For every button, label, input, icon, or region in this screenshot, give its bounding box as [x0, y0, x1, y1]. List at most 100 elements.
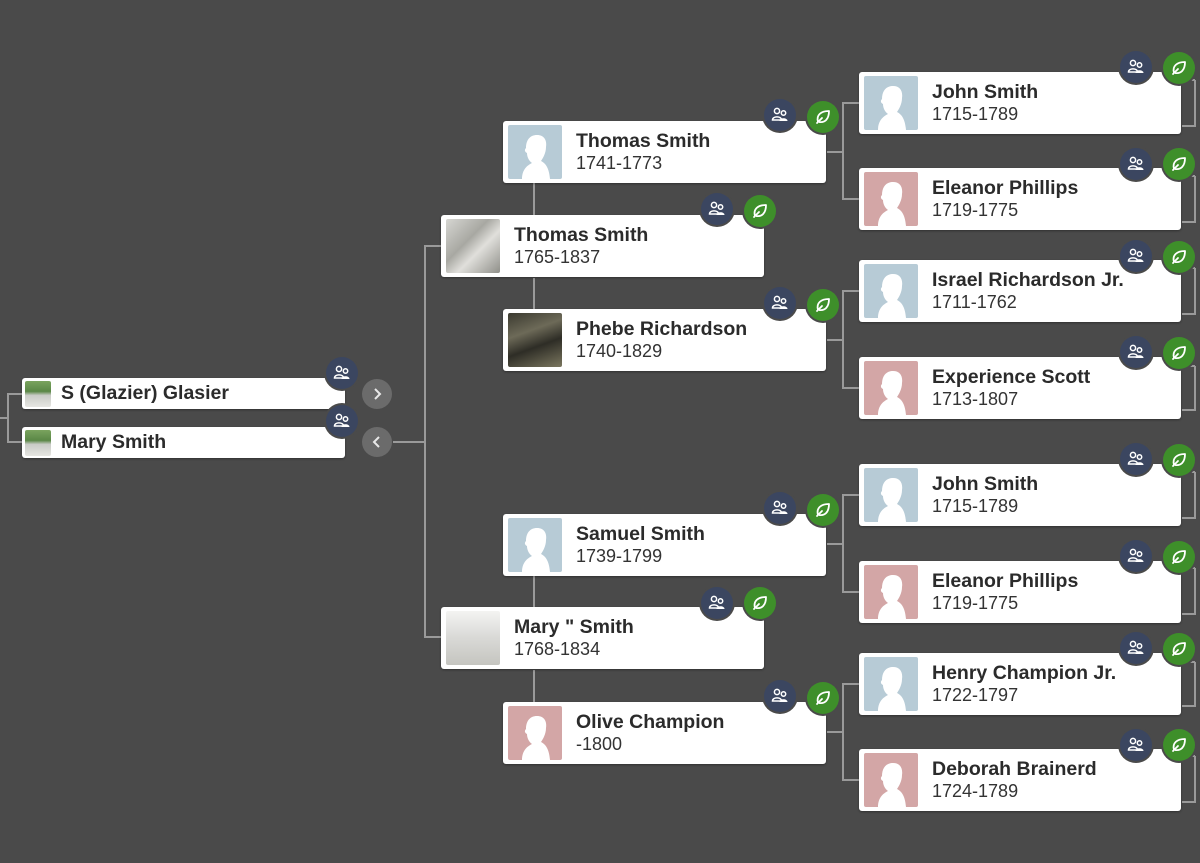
- great-grandparent-card[interactable]: Eleanor Phillips 1719-1775: [859, 168, 1181, 230]
- family-group-icon[interactable]: [326, 357, 358, 389]
- grandparent-card[interactable]: Samuel Smith 1739-1799: [503, 514, 826, 576]
- leaf-hint-icon[interactable]: [744, 195, 776, 227]
- family-group-glyph: [333, 365, 350, 379]
- great-grandparent-card[interactable]: Experience Scott 1713-1807: [859, 357, 1181, 419]
- silhouette-glyph: [522, 135, 550, 179]
- family-group-glyph: [1127, 737, 1144, 751]
- leaf-glyph: [753, 596, 767, 610]
- grandparent-card[interactable]: Phebe Richardson 1740-1829: [503, 309, 826, 371]
- leaf-hint-icon[interactable]: [807, 682, 839, 714]
- great-grandparent-card[interactable]: Henry Champion Jr. 1722-1797: [859, 653, 1181, 715]
- family-group-icon[interactable]: [326, 405, 358, 437]
- family-group-icon[interactable]: [1120, 148, 1152, 180]
- silhouette-glyph: [878, 575, 906, 619]
- person-name: Henry Champion Jr.: [932, 662, 1117, 685]
- leaf-hint-icon[interactable]: [1163, 241, 1195, 273]
- person-name: Olive Champion: [576, 711, 725, 734]
- leaf-glyph: [1172, 61, 1186, 75]
- leaf-glyph: [1172, 642, 1186, 656]
- grandparent-card[interactable]: Thomas Smith 1741-1773: [503, 121, 826, 183]
- leaf-hint-icon[interactable]: [1163, 148, 1195, 180]
- chevron-right-icon: [374, 388, 382, 400]
- leaf-glyph: [816, 503, 830, 517]
- leaf-glyph: [1172, 453, 1186, 467]
- leaf-hint-icon[interactable]: [1163, 729, 1195, 761]
- person-dates: 1765-1837: [514, 246, 601, 267]
- prev-spouse-button[interactable]: [362, 427, 392, 457]
- leaf-hint-icon[interactable]: [1163, 633, 1195, 665]
- leaf-hint-icon[interactable]: [807, 494, 839, 526]
- person-dates: 1711-1762: [932, 291, 1017, 312]
- family-group-icon[interactable]: [764, 287, 796, 319]
- leaf-glyph: [816, 110, 830, 124]
- leaf-hint-icon[interactable]: [1163, 52, 1195, 84]
- female-silhouette: [864, 172, 918, 226]
- family-group-icon[interactable]: [1120, 51, 1152, 83]
- family-group-icon[interactable]: [701, 193, 733, 225]
- great-grandparent-card[interactable]: Eleanor Phillips 1719-1775: [859, 561, 1181, 623]
- great-grandparent-card[interactable]: John Smith 1715-1789: [859, 464, 1181, 526]
- person-dates: 1722-1797: [932, 684, 1019, 705]
- focus-spouse-card[interactable]: Mary Smith: [22, 427, 345, 458]
- person-dates: 1740-1829: [576, 340, 663, 361]
- great-grandparent-card[interactable]: John Smith 1715-1789: [859, 72, 1181, 134]
- person-dates: 1715-1789: [932, 495, 1019, 516]
- person-name: Mary Smith: [61, 431, 167, 454]
- family-group-glyph: [1127, 156, 1144, 170]
- family-group-icon[interactable]: [1120, 443, 1152, 475]
- person-dates: 1768-1834: [514, 638, 601, 659]
- silhouette-glyph: [878, 182, 906, 226]
- person-name: Mary " Smith: [514, 616, 634, 639]
- person-name: Thomas Smith: [576, 130, 711, 153]
- leaf-hint-icon[interactable]: [1163, 444, 1195, 476]
- person-photo: [25, 429, 51, 456]
- silhouette-glyph: [522, 528, 550, 572]
- family-group-glyph: [771, 688, 788, 702]
- person-name: Samuel Smith: [576, 523, 705, 546]
- family-group-glyph: [1127, 248, 1144, 262]
- male-silhouette: [864, 657, 918, 711]
- leaf-hint-icon[interactable]: [744, 587, 776, 619]
- family-group-glyph: [333, 413, 350, 427]
- family-group-glyph: [708, 595, 725, 609]
- female-silhouette: [864, 565, 918, 619]
- leaf-hint-icon[interactable]: [1163, 541, 1195, 573]
- male-silhouette: [508, 125, 562, 179]
- family-group-icon[interactable]: [1120, 240, 1152, 272]
- silhouette-glyph: [878, 763, 906, 807]
- family-group-icon[interactable]: [764, 99, 796, 131]
- person-dates: 1719-1775: [932, 592, 1019, 613]
- great-grandparent-card[interactable]: Deborah Brainerd 1724-1789: [859, 749, 1181, 811]
- person-photo: [25, 380, 51, 407]
- grandparent-card[interactable]: Olive Champion -1800: [503, 702, 826, 764]
- male-silhouette: [864, 468, 918, 522]
- great-grandparent-card[interactable]: Israel Richardson Jr. 1711-1762: [859, 260, 1181, 322]
- silhouette-glyph: [522, 716, 550, 760]
- family-group-glyph: [1127, 59, 1144, 73]
- leaf-glyph: [753, 204, 767, 218]
- leaf-hint-icon[interactable]: [1163, 337, 1195, 369]
- family-group-icon[interactable]: [764, 492, 796, 524]
- family-group-icon[interactable]: [1120, 729, 1152, 761]
- female-silhouette: [508, 706, 562, 760]
- family-group-icon[interactable]: [1120, 540, 1152, 572]
- person-name: Eleanor Phillips: [932, 177, 1079, 200]
- family-group-glyph: [1127, 451, 1144, 465]
- person-dates: 1724-1789: [932, 780, 1019, 801]
- male-silhouette: [508, 518, 562, 572]
- silhouette-glyph: [878, 667, 906, 711]
- leaf-hint-icon[interactable]: [807, 289, 839, 321]
- leaf-glyph: [1172, 346, 1186, 360]
- family-group-glyph: [708, 201, 725, 215]
- family-group-icon[interactable]: [701, 587, 733, 619]
- family-group-icon[interactable]: [1120, 632, 1152, 664]
- person-name: Israel Richardson Jr.: [932, 269, 1124, 292]
- next-spouse-button[interactable]: [362, 379, 392, 409]
- leaf-hint-icon[interactable]: [807, 101, 839, 133]
- family-group-icon[interactable]: [764, 680, 796, 712]
- focus-person-card[interactable]: S (Glazier) Glasier: [22, 378, 345, 409]
- family-group-icon[interactable]: [1120, 336, 1152, 368]
- chevron-left-icon: [372, 436, 380, 448]
- parent-card-father[interactable]: Thomas Smith 1765-1837: [441, 215, 764, 277]
- person-photo: [446, 611, 500, 665]
